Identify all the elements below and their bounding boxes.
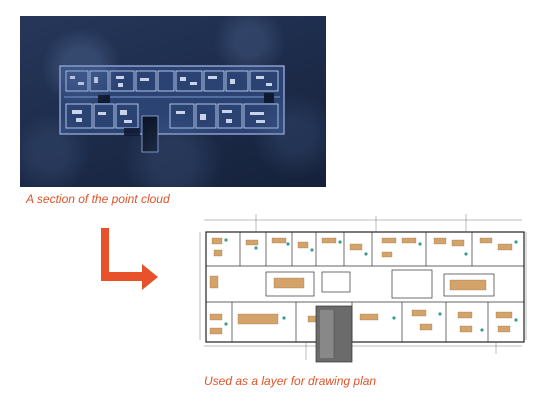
- down-right-elbow-arrow-icon: [98, 228, 162, 290]
- drawing-plan-caption: Used as a layer for drawing plan: [204, 374, 377, 388]
- point-cloud-caption: A section of the point cloud: [26, 192, 170, 206]
- floor-plan-drawing: [199, 214, 527, 363]
- drawing-plan-image: [196, 214, 530, 366]
- point-cloud-image: [20, 16, 326, 187]
- point-cloud-building-scan: [59, 65, 285, 153]
- point-cloud-background-texture: [20, 16, 326, 187]
